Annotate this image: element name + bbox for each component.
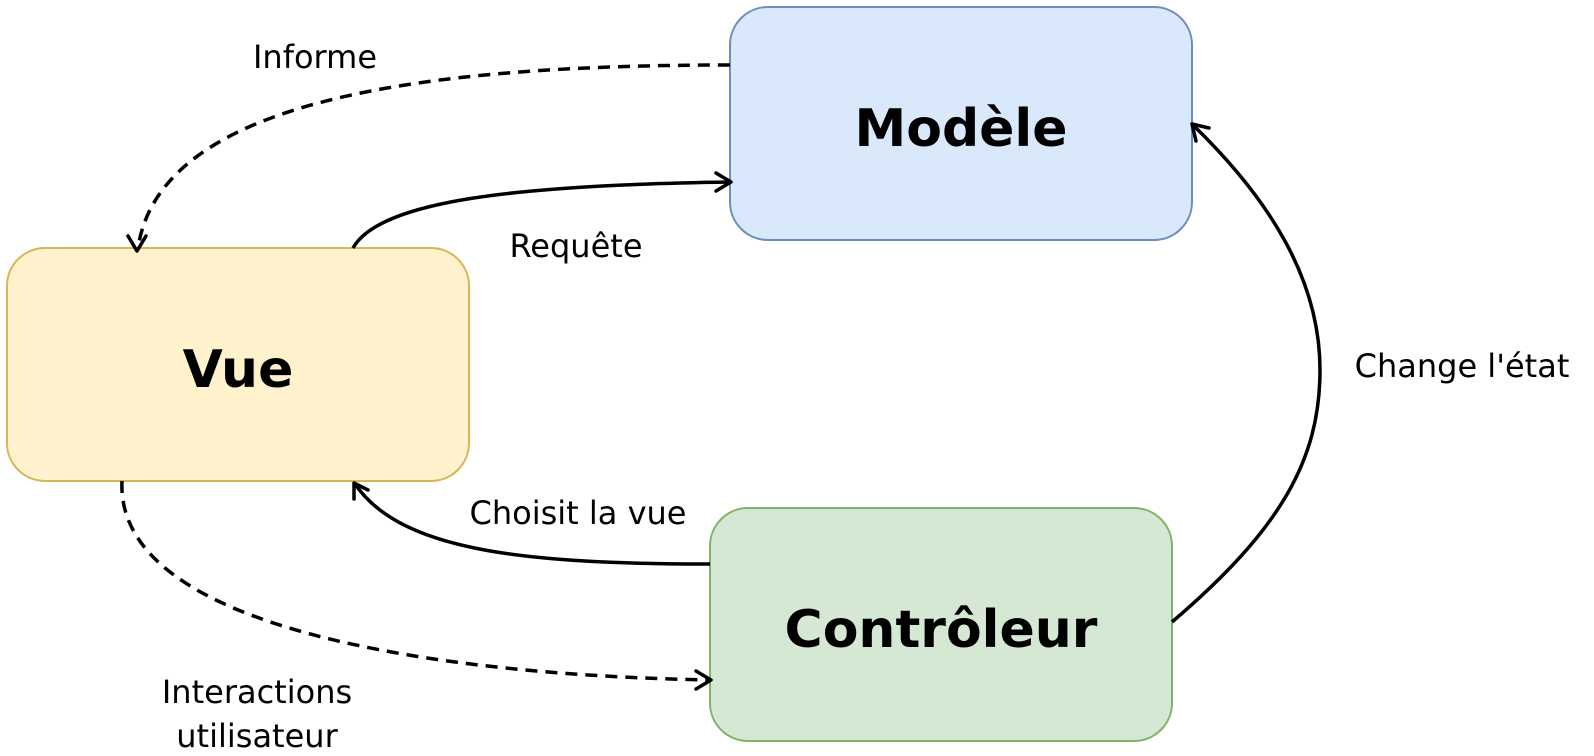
edge-requete-arrowhead xyxy=(714,171,733,193)
edge-requete[interactable]: Requête xyxy=(351,171,733,265)
edge-interactions-label-line2: utilisateur xyxy=(176,717,338,755)
node-controleur-box xyxy=(709,507,1173,742)
edge-interactions-label-line1: Interactions xyxy=(162,673,352,711)
edge-choisit-vue-arrowhead xyxy=(352,481,370,501)
edge-requete-line xyxy=(351,180,731,249)
edge-requete-label: Requête xyxy=(510,227,643,265)
edge-interactions[interactable]: Interactions utilisateur xyxy=(120,480,713,755)
node-modele-label: Modèle xyxy=(854,99,1067,159)
edge-informe-label: Informe xyxy=(253,38,377,76)
edge-change-etat-line xyxy=(1170,124,1322,624)
node-controleur[interactable]: Contrôleur xyxy=(709,507,1173,742)
node-controleur-label: Contrôleur xyxy=(785,600,1098,660)
edge-informe[interactable]: Informe xyxy=(126,38,731,253)
edge-choisit-vue[interactable]: Choisit la vue xyxy=(352,481,711,566)
edge-interactions-arrowhead xyxy=(694,669,713,691)
node-vue[interactable]: Vue xyxy=(6,247,470,482)
edge-choisit-vue-line xyxy=(353,483,711,566)
edge-interactions-line xyxy=(120,480,711,682)
edge-choisit-vue-label: Choisit la vue xyxy=(470,494,687,532)
edge-change-etat[interactable]: Change l'état xyxy=(1170,122,1570,624)
node-modele[interactable]: Modèle xyxy=(729,6,1193,241)
edge-change-etat-label: Change l'état xyxy=(1355,347,1570,385)
edge-change-etat-arrowhead xyxy=(1190,122,1211,143)
edge-informe-line xyxy=(136,63,731,249)
node-vue-box xyxy=(6,247,470,482)
edge-informe-arrowhead xyxy=(126,234,148,253)
node-vue-label: Vue xyxy=(183,340,294,400)
